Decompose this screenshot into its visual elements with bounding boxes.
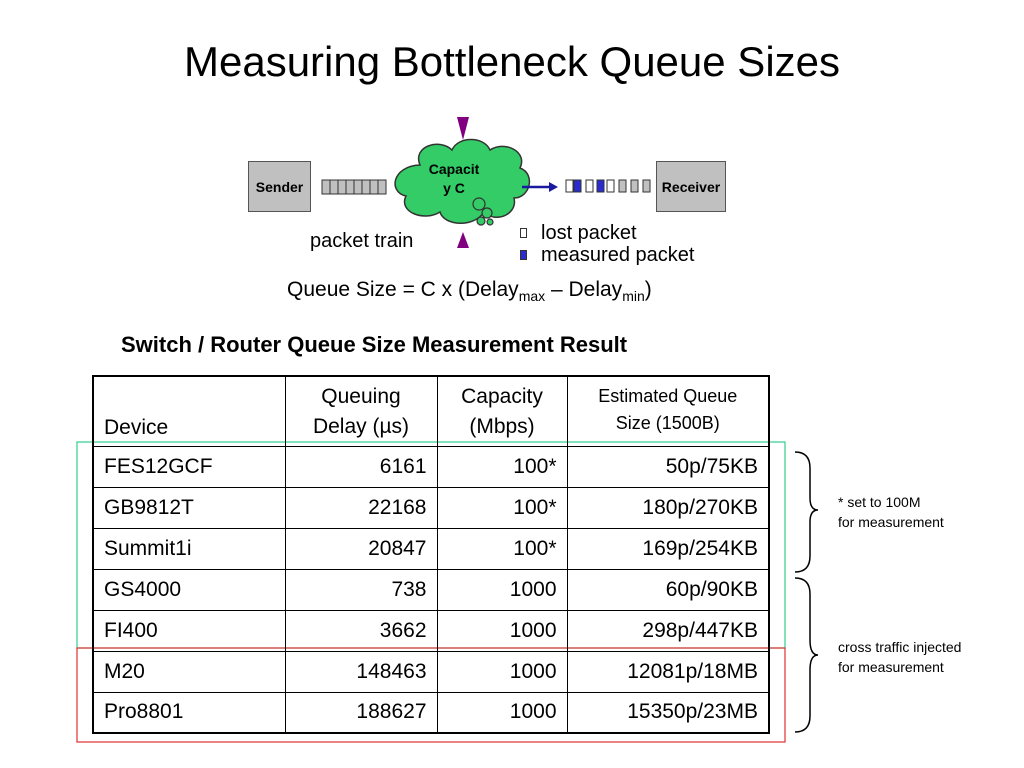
bottom-triangle-icon — [457, 232, 469, 248]
bracket-bottom — [794, 577, 819, 733]
cell-estimate: 12081p/18MB — [566, 650, 770, 693]
cell-estimate: 15350p/23MB — [566, 691, 770, 734]
table-row: GB9812T 22168 100* 180p/270KB — [92, 486, 770, 529]
cell-delay: 3662 — [284, 609, 438, 652]
outgoing-packets — [565, 179, 651, 193]
packet-train-label: packet train — [310, 230, 414, 252]
top-triangle-icon — [457, 117, 469, 140]
sender-box: Sender — [248, 161, 311, 212]
cell-delay: 188627 — [284, 691, 438, 734]
cell-device: FES12GCF — [92, 445, 286, 488]
cell-capacity: 1000 — [436, 568, 568, 611]
cell-device: M20 — [92, 650, 286, 693]
cell-delay: 22168 — [284, 486, 438, 529]
cell-delay: 6161 — [284, 445, 438, 488]
capacity-label-line1: Capacit — [428, 161, 480, 177]
cell-estimate: 180p/270KB — [566, 486, 770, 529]
header-capacity: Capacity(Mbps) — [436, 375, 568, 447]
cell-capacity: 1000 — [436, 609, 568, 652]
network-cloud — [394, 138, 531, 226]
note-cross-traffic: cross traffic injected for measurement — [838, 637, 961, 677]
cell-delay: 738 — [284, 568, 438, 611]
cell-device: Pro8801 — [92, 691, 286, 734]
formula-sub-min: min — [622, 288, 645, 305]
receiver-label: Receiver — [661, 178, 721, 195]
table-row: FI400 3662 1000 298p/447KB — [92, 609, 770, 652]
note-set-100m: * set to 100M for measurement — [838, 492, 944, 532]
table-row: Pro8801 188627 1000 15350p/23MB — [92, 691, 770, 734]
cell-estimate: 169p/254KB — [566, 527, 770, 570]
cell-delay: 20847 — [284, 527, 438, 570]
table-row: GS4000 738 1000 60p/90KB — [92, 568, 770, 611]
legend-measured: measured packet — [520, 244, 694, 266]
cell-capacity: 100* — [436, 445, 568, 488]
legend-lost-label: lost packet — [541, 222, 637, 244]
cell-device: GS4000 — [92, 568, 286, 611]
note-set-line2: for measurement — [838, 514, 944, 530]
packet-train — [321, 179, 387, 195]
sender-label: Sender — [255, 178, 304, 195]
formula-middle: – Delay — [545, 278, 623, 301]
cell-device: GB9812T — [92, 486, 286, 529]
table-row: FES12GCF 6161 100* 50p/75KB — [92, 445, 770, 488]
formula-suffix: ) — [644, 278, 652, 301]
cell-estimate: 50p/75KB — [566, 445, 770, 488]
page-title: Measuring Bottleneck Queue Sizes — [183, 38, 841, 85]
cell-capacity: 100* — [436, 527, 568, 570]
legend-lost: lost packet — [520, 222, 694, 244]
header-device: Device — [92, 375, 286, 447]
cell-device: Summit1i — [92, 527, 286, 570]
cell-capacity: 1000 — [436, 650, 568, 693]
legend-measured-label: measured packet — [541, 244, 695, 266]
cell-capacity: 100* — [436, 486, 568, 529]
cell-estimate: 60p/90KB — [566, 568, 770, 611]
arrowhead-icon — [549, 182, 558, 192]
cell-delay: 148463 — [284, 650, 438, 693]
table-title: Switch / Router Queue Size Measurement R… — [121, 332, 628, 357]
table-row: Summit1i 20847 100* 169p/254KB — [92, 527, 770, 570]
cell-device: FI400 — [92, 609, 286, 652]
receiver-box: Receiver — [656, 161, 726, 212]
cell-estimate: 298p/447KB — [566, 609, 770, 652]
capacity-label-line2: y C — [443, 180, 465, 196]
note-cross-line1: cross traffic injected — [838, 639, 962, 655]
legend: lost packet measured packet — [520, 222, 694, 266]
formula-prefix: Queue Size = C x (Delay — [287, 278, 519, 301]
capacity-label: Capacit y C — [414, 160, 494, 198]
formula-sub-max: max — [518, 288, 546, 305]
lost-packet-icon — [520, 228, 527, 238]
measured-packet-icon — [520, 250, 527, 260]
cell-capacity: 1000 — [436, 691, 568, 734]
bracket-top — [794, 451, 819, 573]
queue-size-formula: Queue Size = C x (Delaymax – Delaymin) — [287, 278, 652, 304]
note-set-line1: * set to 100M — [838, 494, 921, 510]
note-cross-line2: for measurement — [838, 659, 944, 675]
table-row: M20 148463 1000 12081p/18MB — [92, 650, 770, 693]
